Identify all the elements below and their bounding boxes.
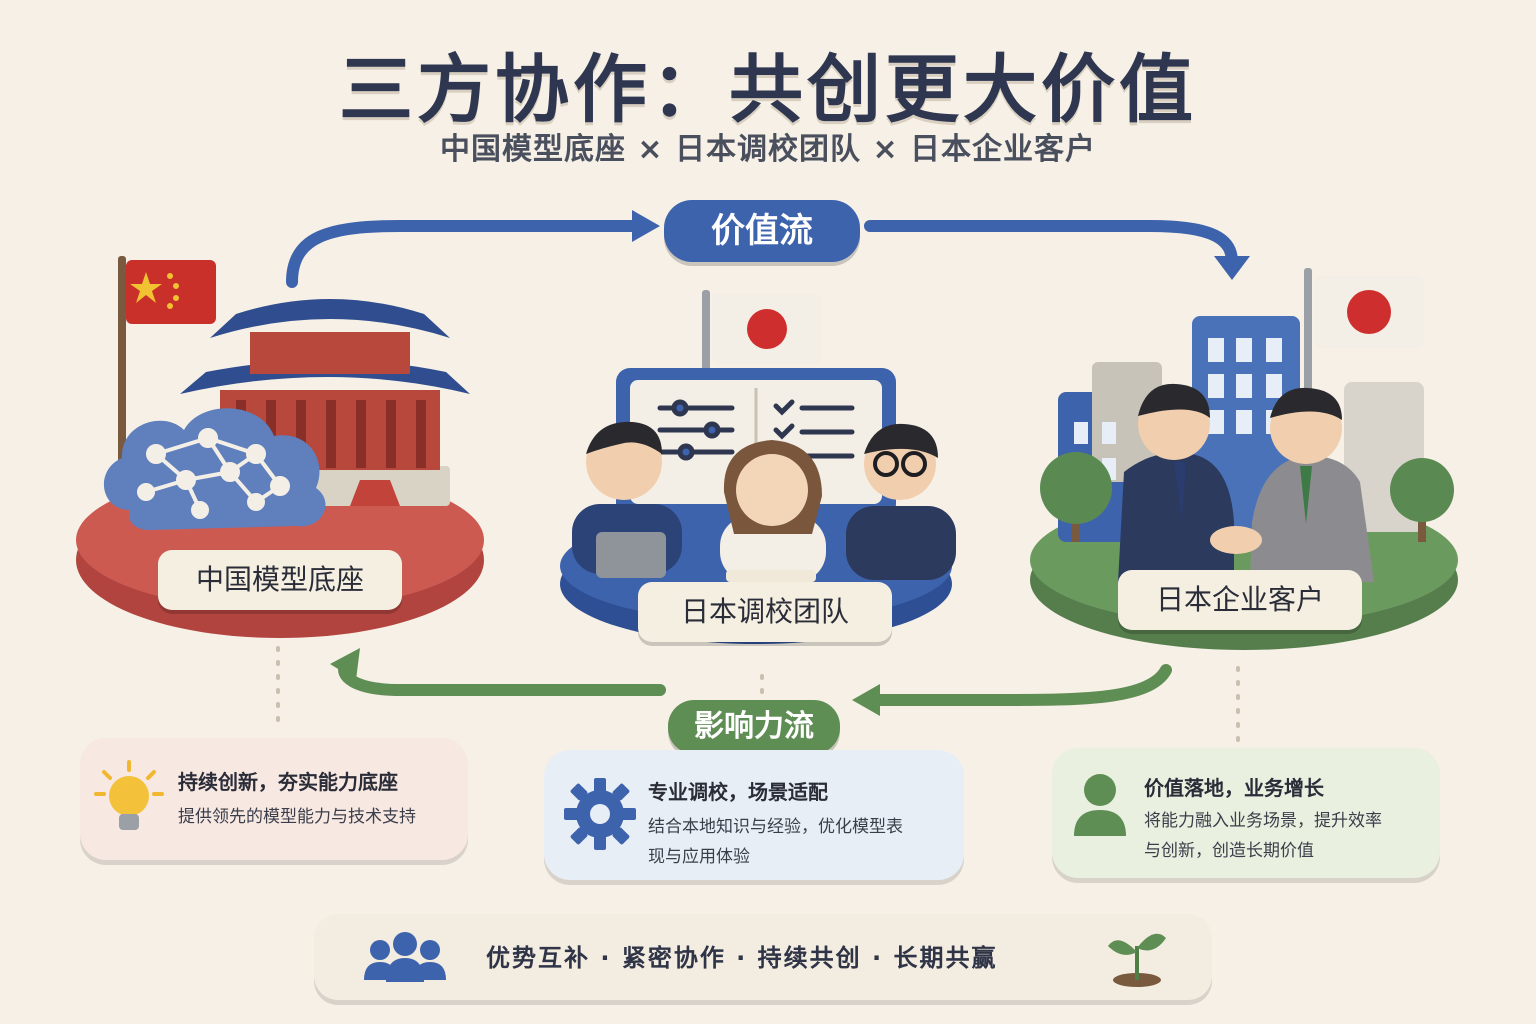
team-member-right	[846, 423, 956, 580]
influence-flow-arrowhead-left	[330, 648, 360, 680]
card-china-title: 持续创新，夯实能力底座	[178, 770, 398, 794]
card-china-desc: 提供领先的模型能力与技术支持	[178, 807, 416, 827]
card-client: 价值落地，业务增长 将能力融入业务场景，提升效率 与创新，创造长期价值	[1052, 748, 1440, 878]
influence-flow-arrow-right	[868, 664, 1172, 706]
bottom-slogan: 优势互补 · 紧密协作 · 持续共创 · 长期共赢	[486, 944, 998, 972]
china-flag-small-star-1	[167, 273, 173, 279]
card-team-desc-line-1: 结合本地知识与经验，优化模型表	[648, 817, 903, 837]
china-flag-star	[130, 272, 162, 303]
building-back	[1092, 362, 1162, 482]
china-flag-small-star-2	[173, 283, 179, 289]
value-flow-label: 价值流	[664, 200, 860, 262]
china-flag-small-star-4	[167, 303, 173, 309]
handshake-icon	[1210, 526, 1262, 554]
value-flow-arrowhead-right	[1214, 256, 1250, 280]
bottom-banner	[314, 914, 1212, 1000]
team-member-left	[572, 421, 682, 578]
value-flow-arrow-right	[864, 220, 1238, 268]
page-title: 三方协作：共创更大价值	[339, 47, 1197, 133]
sliders-icon	[657, 399, 735, 461]
card-team: 专业调校，场景适配 结合本地知识与经验，优化模型表 现与应用体验	[544, 750, 964, 880]
tree-right	[1390, 458, 1454, 542]
cloud-shape	[103, 408, 326, 530]
card-team-desc-line-2: 现与应用体验	[648, 847, 750, 867]
card-client-title: 价值落地，业务增长	[1144, 776, 1324, 800]
stage-label-team: 日本调校团队	[638, 582, 892, 642]
stage-label-client: 日本企业客户	[1118, 570, 1362, 630]
person-icon	[1074, 774, 1126, 836]
businessman-right	[1250, 387, 1374, 582]
china-flag	[126, 260, 216, 324]
lightbulb-icon	[94, 760, 164, 830]
tree-left	[1040, 452, 1112, 542]
stage-label-china: 中国模型底座	[158, 550, 402, 610]
japan-flag-sun-client	[1347, 290, 1391, 334]
japan-flagpole-team	[702, 290, 710, 390]
palace-upper-hall	[250, 332, 410, 374]
team-group-icon	[364, 932, 446, 982]
gear-icon	[564, 778, 636, 850]
palace-stairs	[350, 480, 400, 506]
palace-upper-roof	[210, 299, 450, 338]
japan-flag-sun-team	[747, 309, 787, 349]
value-flow-arrowhead-left	[632, 210, 660, 242]
card-client-desc-line-2: 与创新，创造长期价值	[1144, 841, 1314, 861]
influence-flow-arrowhead-right	[852, 684, 880, 716]
value-flow-arrow-left	[286, 220, 646, 288]
card-team-title: 专业调校，场景适配	[648, 780, 828, 804]
card-client-desc-line-1: 将能力融入业务场景，提升效率	[1144, 811, 1382, 831]
team-member-middle	[720, 440, 826, 582]
china-flag-small-star-3	[173, 295, 179, 301]
network-icon	[137, 428, 290, 519]
china-flagpole	[118, 256, 126, 496]
page-subtitle: 中国模型底座 × 日本调校团队 × 日本企业客户	[439, 132, 1097, 167]
sprout-icon	[1108, 933, 1166, 987]
businessman-left	[1118, 383, 1234, 582]
influence-flow-label: 影响力流	[668, 700, 840, 754]
card-china: 持续创新，夯实能力底座 提供领先的模型能力与技术支持	[80, 738, 468, 860]
checklist-icon	[773, 399, 855, 459]
